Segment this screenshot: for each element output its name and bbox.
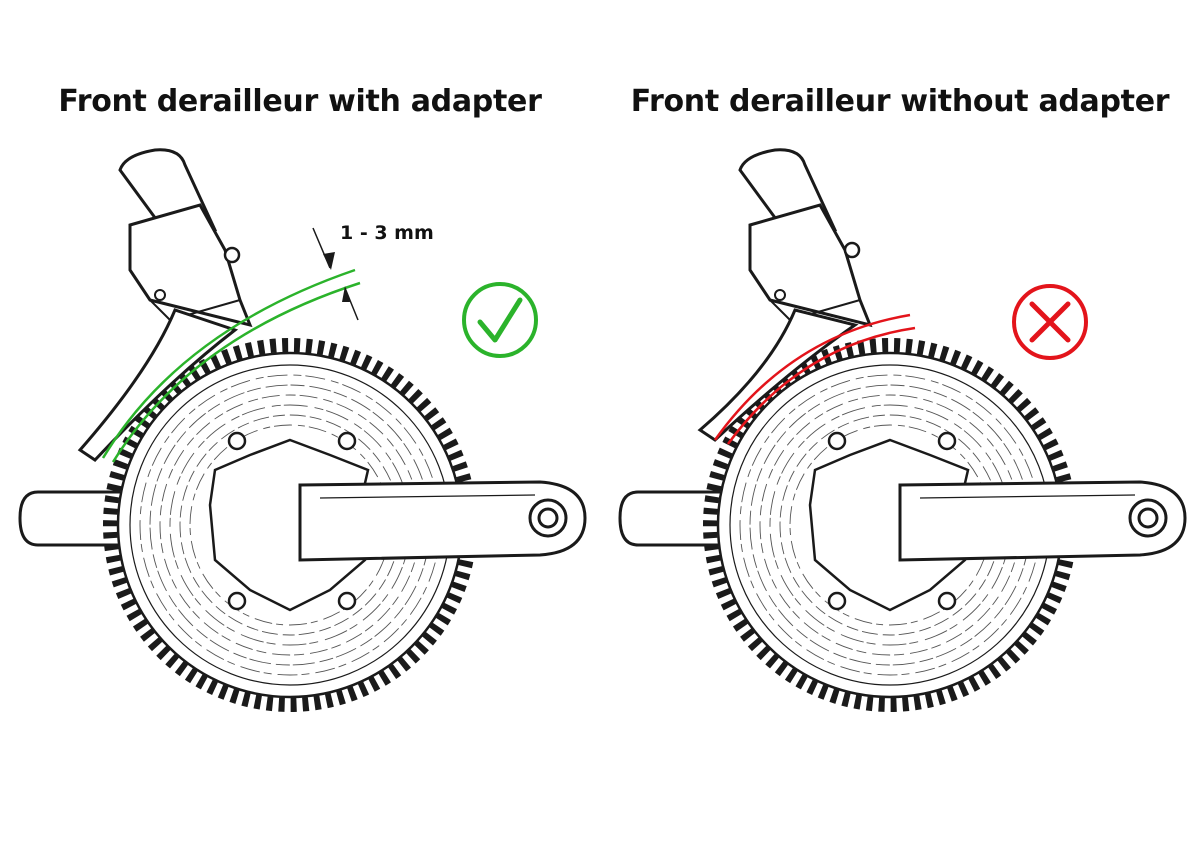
clearance-guide — [101, 227, 361, 463]
clearance-label: 1 - 3 mm — [340, 222, 434, 244]
panel-title: Front derailleur without adapter — [630, 84, 1170, 119]
cross-icon — [1012, 284, 1088, 360]
clearance-guide — [713, 313, 916, 445]
crank-arm — [898, 480, 1187, 562]
panel-with-adapter: Front derailleur with adapter 1 - 3 mm — [18, 84, 587, 712]
front-derailleur — [77, 203, 253, 462]
chain-stay-tube — [18, 490, 125, 547]
panel-without-adapter: Front derailleur without adapter — [600, 0, 1200, 849]
panel-title: Front derailleur with adapter — [58, 84, 542, 119]
spider — [208, 431, 370, 612]
crankset-illustration — [618, 148, 1187, 712]
spider — [808, 431, 970, 612]
check-icon — [462, 282, 538, 358]
crankset-illustration — [18, 148, 587, 712]
crank-arm — [298, 480, 587, 562]
chain-stay-tube — [618, 490, 725, 547]
